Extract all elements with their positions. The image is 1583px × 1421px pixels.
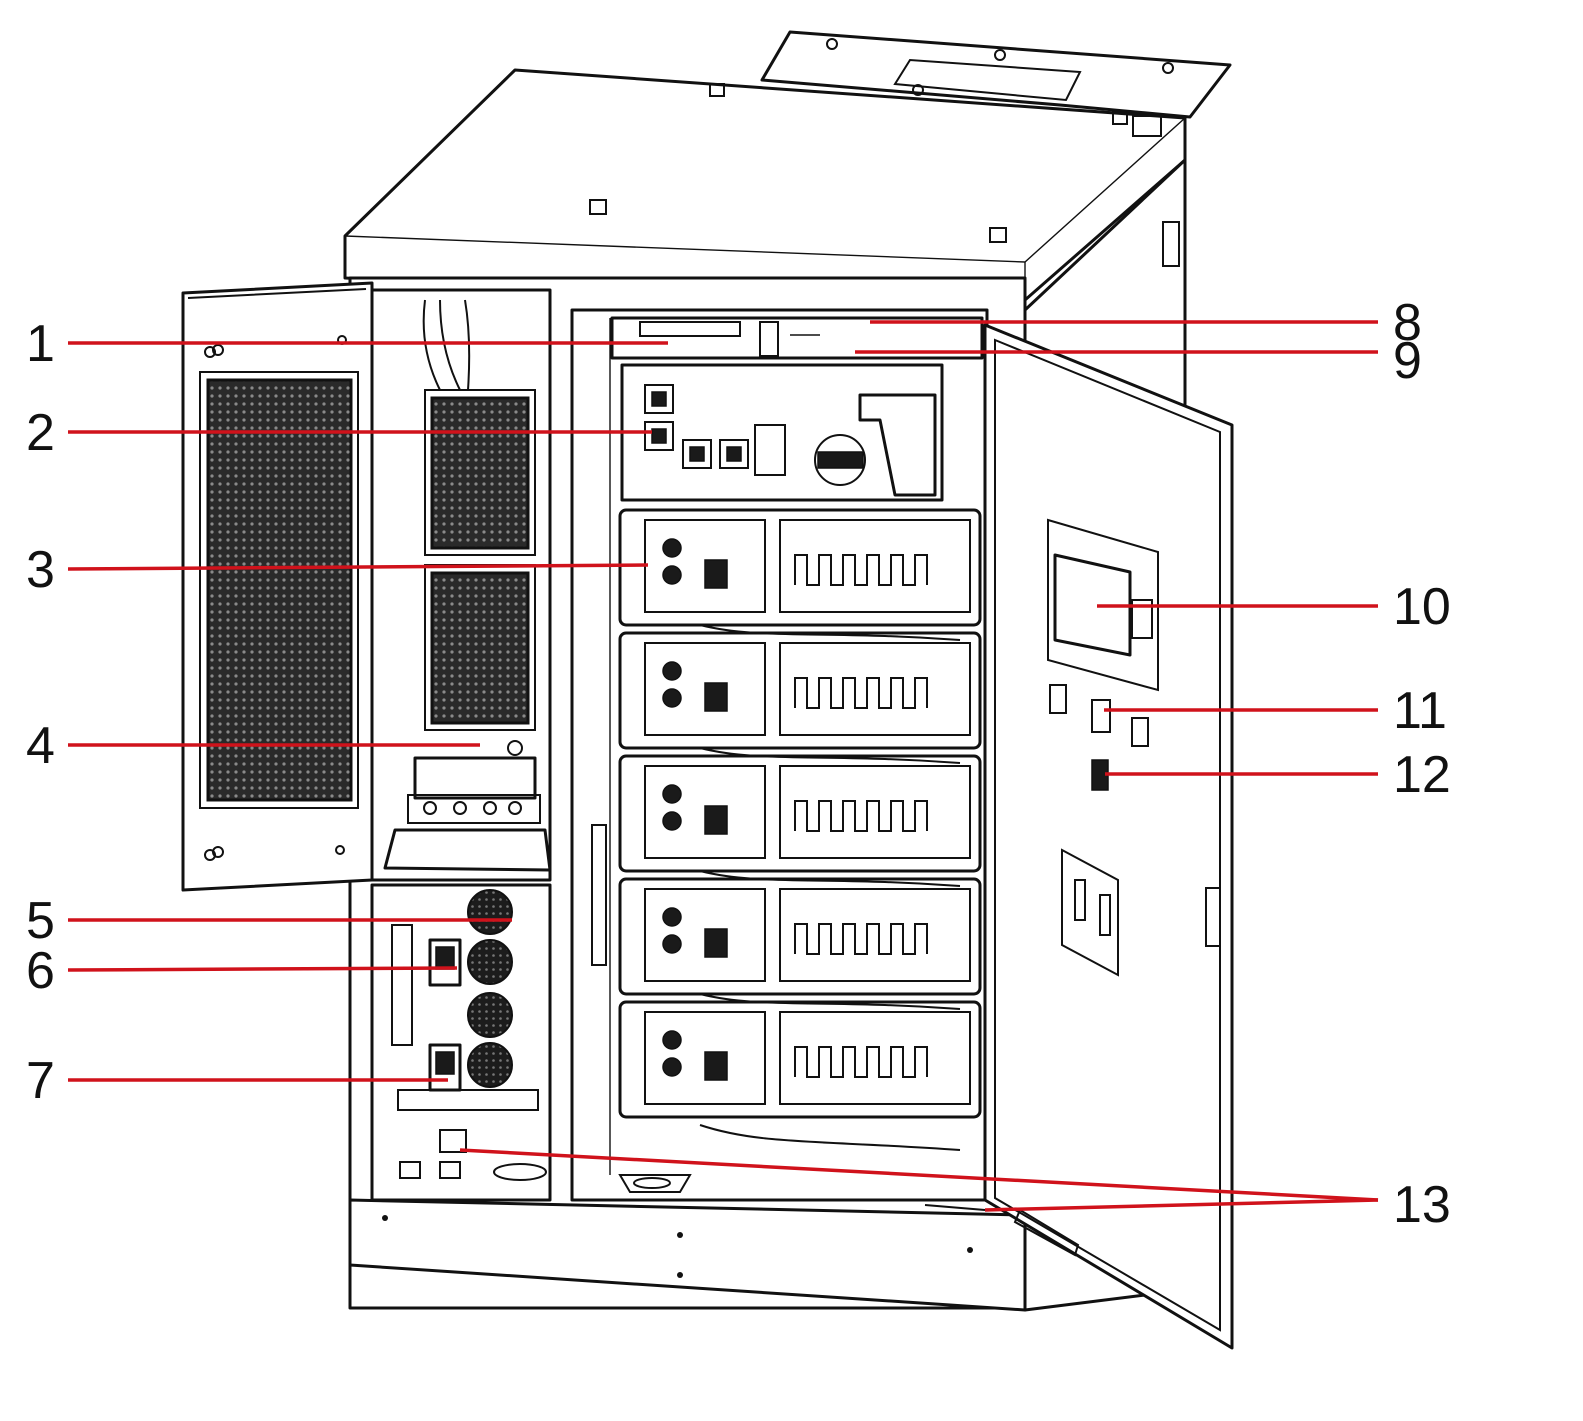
breaker-upper [428,938,462,987]
leader-13a [459,1148,1379,1202]
callout-3: 3 [26,541,55,599]
base-plinth [348,1198,1027,1312]
upper-filter [424,389,536,556]
door-display [1047,518,1159,692]
battery-module-1 [618,508,982,627]
left-door [181,281,374,892]
control-unit [383,740,552,872]
callout-8: 8 [1393,294,1422,352]
battery-modules [618,508,982,1119]
callout-7: 7 [26,1052,55,1110]
callout-12: 12 [1393,746,1451,804]
callout-6: 6 [26,942,55,1000]
callout-10: 10 [1393,578,1451,636]
battery-module-3 [618,754,982,873]
door-handle [1205,887,1221,947]
document-holder [1061,848,1119,977]
battery-module-4 [618,877,982,996]
leader-13b [984,1198,1379,1212]
left-compartment [370,288,552,1202]
leader-3 [67,563,649,571]
door-vent-grille [206,378,353,802]
right-door [924,323,1234,1350]
side-lock [1162,221,1180,267]
door-stay [1013,1208,1080,1257]
leader-lines [67,320,1379,1212]
battery-module-5 [618,1000,982,1119]
lower-filter [424,564,536,731]
callout-4: 4 [26,717,55,775]
top-cover-plate [893,58,1082,102]
callout-11: 11 [1393,682,1447,740]
battery-compartment [570,308,989,1202]
battery-module-2 [618,631,982,750]
callout-labels: 1 2 3 4 5 6 7 8 9 10 11 12 13 [26,294,1451,1234]
door-switches [1049,684,1149,747]
breaker-lower [428,1043,462,1092]
leader-6 [67,966,458,972]
callout-9: 9 [1393,332,1422,390]
ground-terminal-left [439,1129,467,1153]
callout-5: 5 [26,892,55,950]
callout-13: 13 [1393,1176,1451,1234]
high-voltage-box [620,363,944,502]
top-box [760,30,1232,119]
roof-bolts [589,83,1162,243]
terminal-rail [391,924,413,1046]
callout-1: 1 [26,315,55,373]
callout-2: 2 [26,404,55,462]
fan-array [467,889,513,1088]
